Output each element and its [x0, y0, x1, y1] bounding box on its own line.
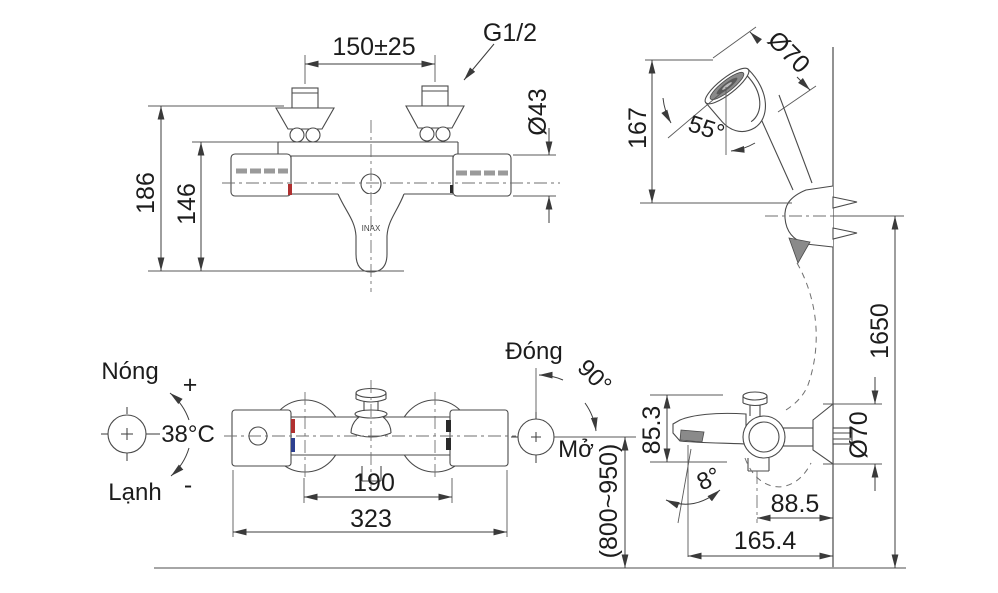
sv-wall-connector — [782, 402, 853, 466]
dim-holder-height: 1650 — [833, 215, 904, 568]
dim-total-height: 186 — [132, 105, 404, 272]
sv-pull-rod — [742, 391, 768, 416]
wall-anchor-top — [832, 196, 858, 209]
temperature-knob — [230, 153, 292, 197]
open-arc — [584, 402, 598, 432]
dim-flange-dia: Ø70 — [823, 377, 882, 491]
dim-handle-pitch-label: 190 — [353, 469, 395, 497]
dim-total-depth: 165.4 — [688, 527, 833, 560]
dim-body-height-side: 85.3 — [638, 394, 727, 463]
shower-holder — [765, 185, 868, 264]
dim-install-height: (800~950) — [595, 437, 629, 568]
hand-shower-view: 167 Ø70 55° 1650 — [624, 26, 904, 568]
bv-temp-knob — [231, 409, 295, 467]
side-view: 85.3 8° 88.5 165.4 (800~950) — [595, 377, 882, 568]
shower-head — [704, 67, 766, 132]
faucet-body — [290, 155, 454, 195]
hot-direction-arc — [169, 392, 190, 421]
dim-head-length-label: 167 — [624, 107, 652, 149]
dim-body-height-side-label: 85.3 — [638, 406, 666, 455]
bottom-view: 190 323 — [224, 380, 516, 537]
open-label: Mở — [558, 436, 594, 463]
bottom-tab — [361, 466, 382, 482]
thread-label: G1/2 — [483, 19, 537, 47]
dim-head-dia-label: Ø70 — [762, 26, 815, 79]
temp-handle-detail: Nóng + 38°C Lạnh - — [101, 358, 215, 506]
right-supply-elbow — [405, 85, 465, 142]
dim-total-depth-label: 165.4 — [734, 527, 797, 555]
dim-handle-pitch: 190 — [303, 469, 453, 503]
dim-handle-dia-label: Ø43 — [524, 88, 552, 135]
hot-index-mark — [288, 184, 292, 195]
dim-knob-depth: 88.5 — [757, 490, 833, 522]
wall-anchor-bottom — [832, 227, 858, 240]
hose-loop-hidden — [744, 457, 812, 488]
hot-label: Nóng — [101, 358, 158, 385]
cold-mark — [291, 438, 295, 452]
close-label: Đóng — [505, 338, 562, 365]
dim-inlet-pitch: 150±25 — [304, 33, 436, 84]
hose-nut — [788, 237, 811, 264]
aerator — [679, 429, 705, 443]
angle-8-label: 8° — [693, 462, 725, 496]
preset-temp-label: 38°C — [161, 421, 215, 448]
dim-inlet-pitch-label: 150±25 — [332, 33, 415, 61]
hot-mark — [291, 419, 295, 433]
front-view: INAX 150±25 G1/2 — [132, 19, 560, 292]
cold-sign: - — [184, 471, 192, 499]
mounting-plate — [277, 141, 459, 156]
sv-spout — [672, 412, 747, 445]
close-arc — [538, 371, 564, 381]
dim-head-length: 167 — [624, 59, 792, 204]
flow-index-mark — [450, 185, 453, 193]
dim-body-height: 146 — [173, 141, 278, 271]
cold-direction-arc — [170, 447, 190, 477]
cold-label: Lạnh — [108, 479, 161, 506]
dim-body-height-label: 146 — [173, 183, 201, 225]
dim-total-width-label: 323 — [350, 505, 392, 533]
hose-hidden-line — [785, 262, 817, 411]
thread-callout: G1/2 — [463, 19, 537, 81]
dim-total-width: 323 — [232, 470, 508, 537]
hot-sign: + — [183, 371, 198, 399]
dim-knob-depth-label: 88.5 — [771, 490, 820, 518]
left-supply-elbow — [275, 87, 335, 143]
dim-flange-dia-label: Ø70 — [845, 411, 873, 458]
dim-total-height-label: 186 — [132, 172, 160, 214]
shower-handle — [756, 94, 813, 191]
turn-angle-label: 90° — [572, 354, 617, 399]
dim-holder-height-label: 1650 — [866, 303, 894, 359]
dim-install-height-label: (800~950) — [595, 444, 623, 559]
sv-bottom-tab — [747, 458, 770, 472]
dim-handle-dia: Ø43 — [513, 88, 556, 223]
flow-knob — [450, 153, 512, 197]
bv-flow-knob — [446, 409, 509, 467]
